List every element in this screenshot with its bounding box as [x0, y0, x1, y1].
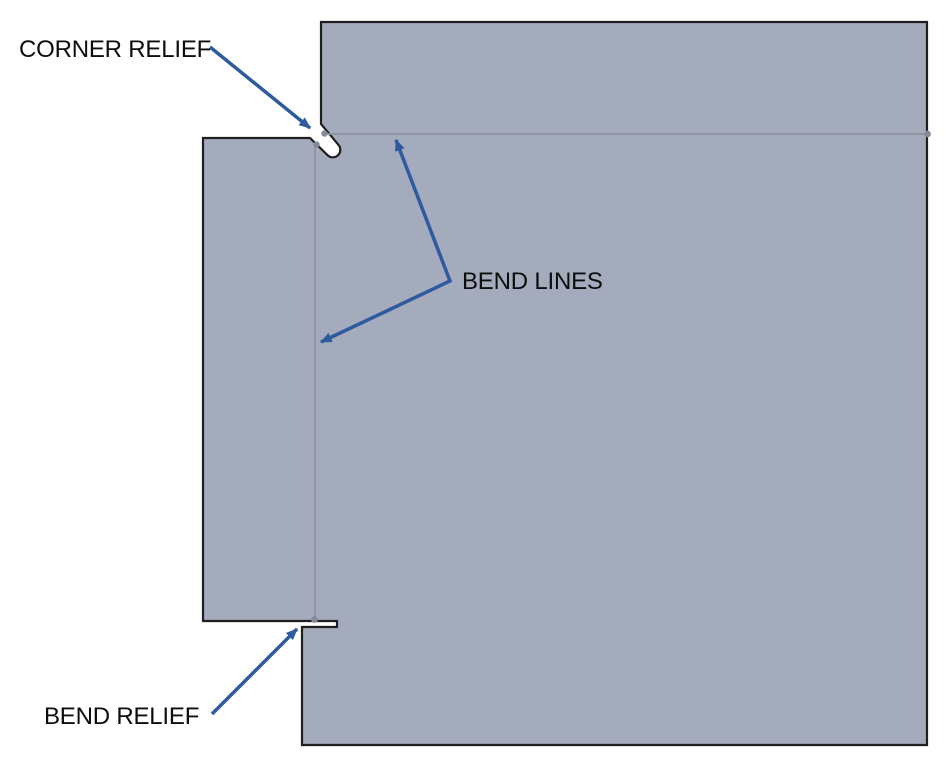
- corner-relief-arrow: [208, 45, 312, 130]
- bend-lines-label: BEND LINES: [462, 268, 603, 295]
- bend-line-endpoint-dot: [311, 616, 318, 623]
- bend-line-endpoint-dot: [924, 130, 931, 138]
- bend-lines-arrows: [319, 138, 453, 344]
- bend-line-endpoint-dot: [321, 130, 328, 137]
- bend-relief-arrow: [210, 627, 299, 716]
- corner-relief-label: CORNER RELIEF: [19, 36, 211, 63]
- bend-line-endpoint-dot: [313, 141, 320, 148]
- bend-relief-label: BEND RELIEF: [44, 703, 199, 730]
